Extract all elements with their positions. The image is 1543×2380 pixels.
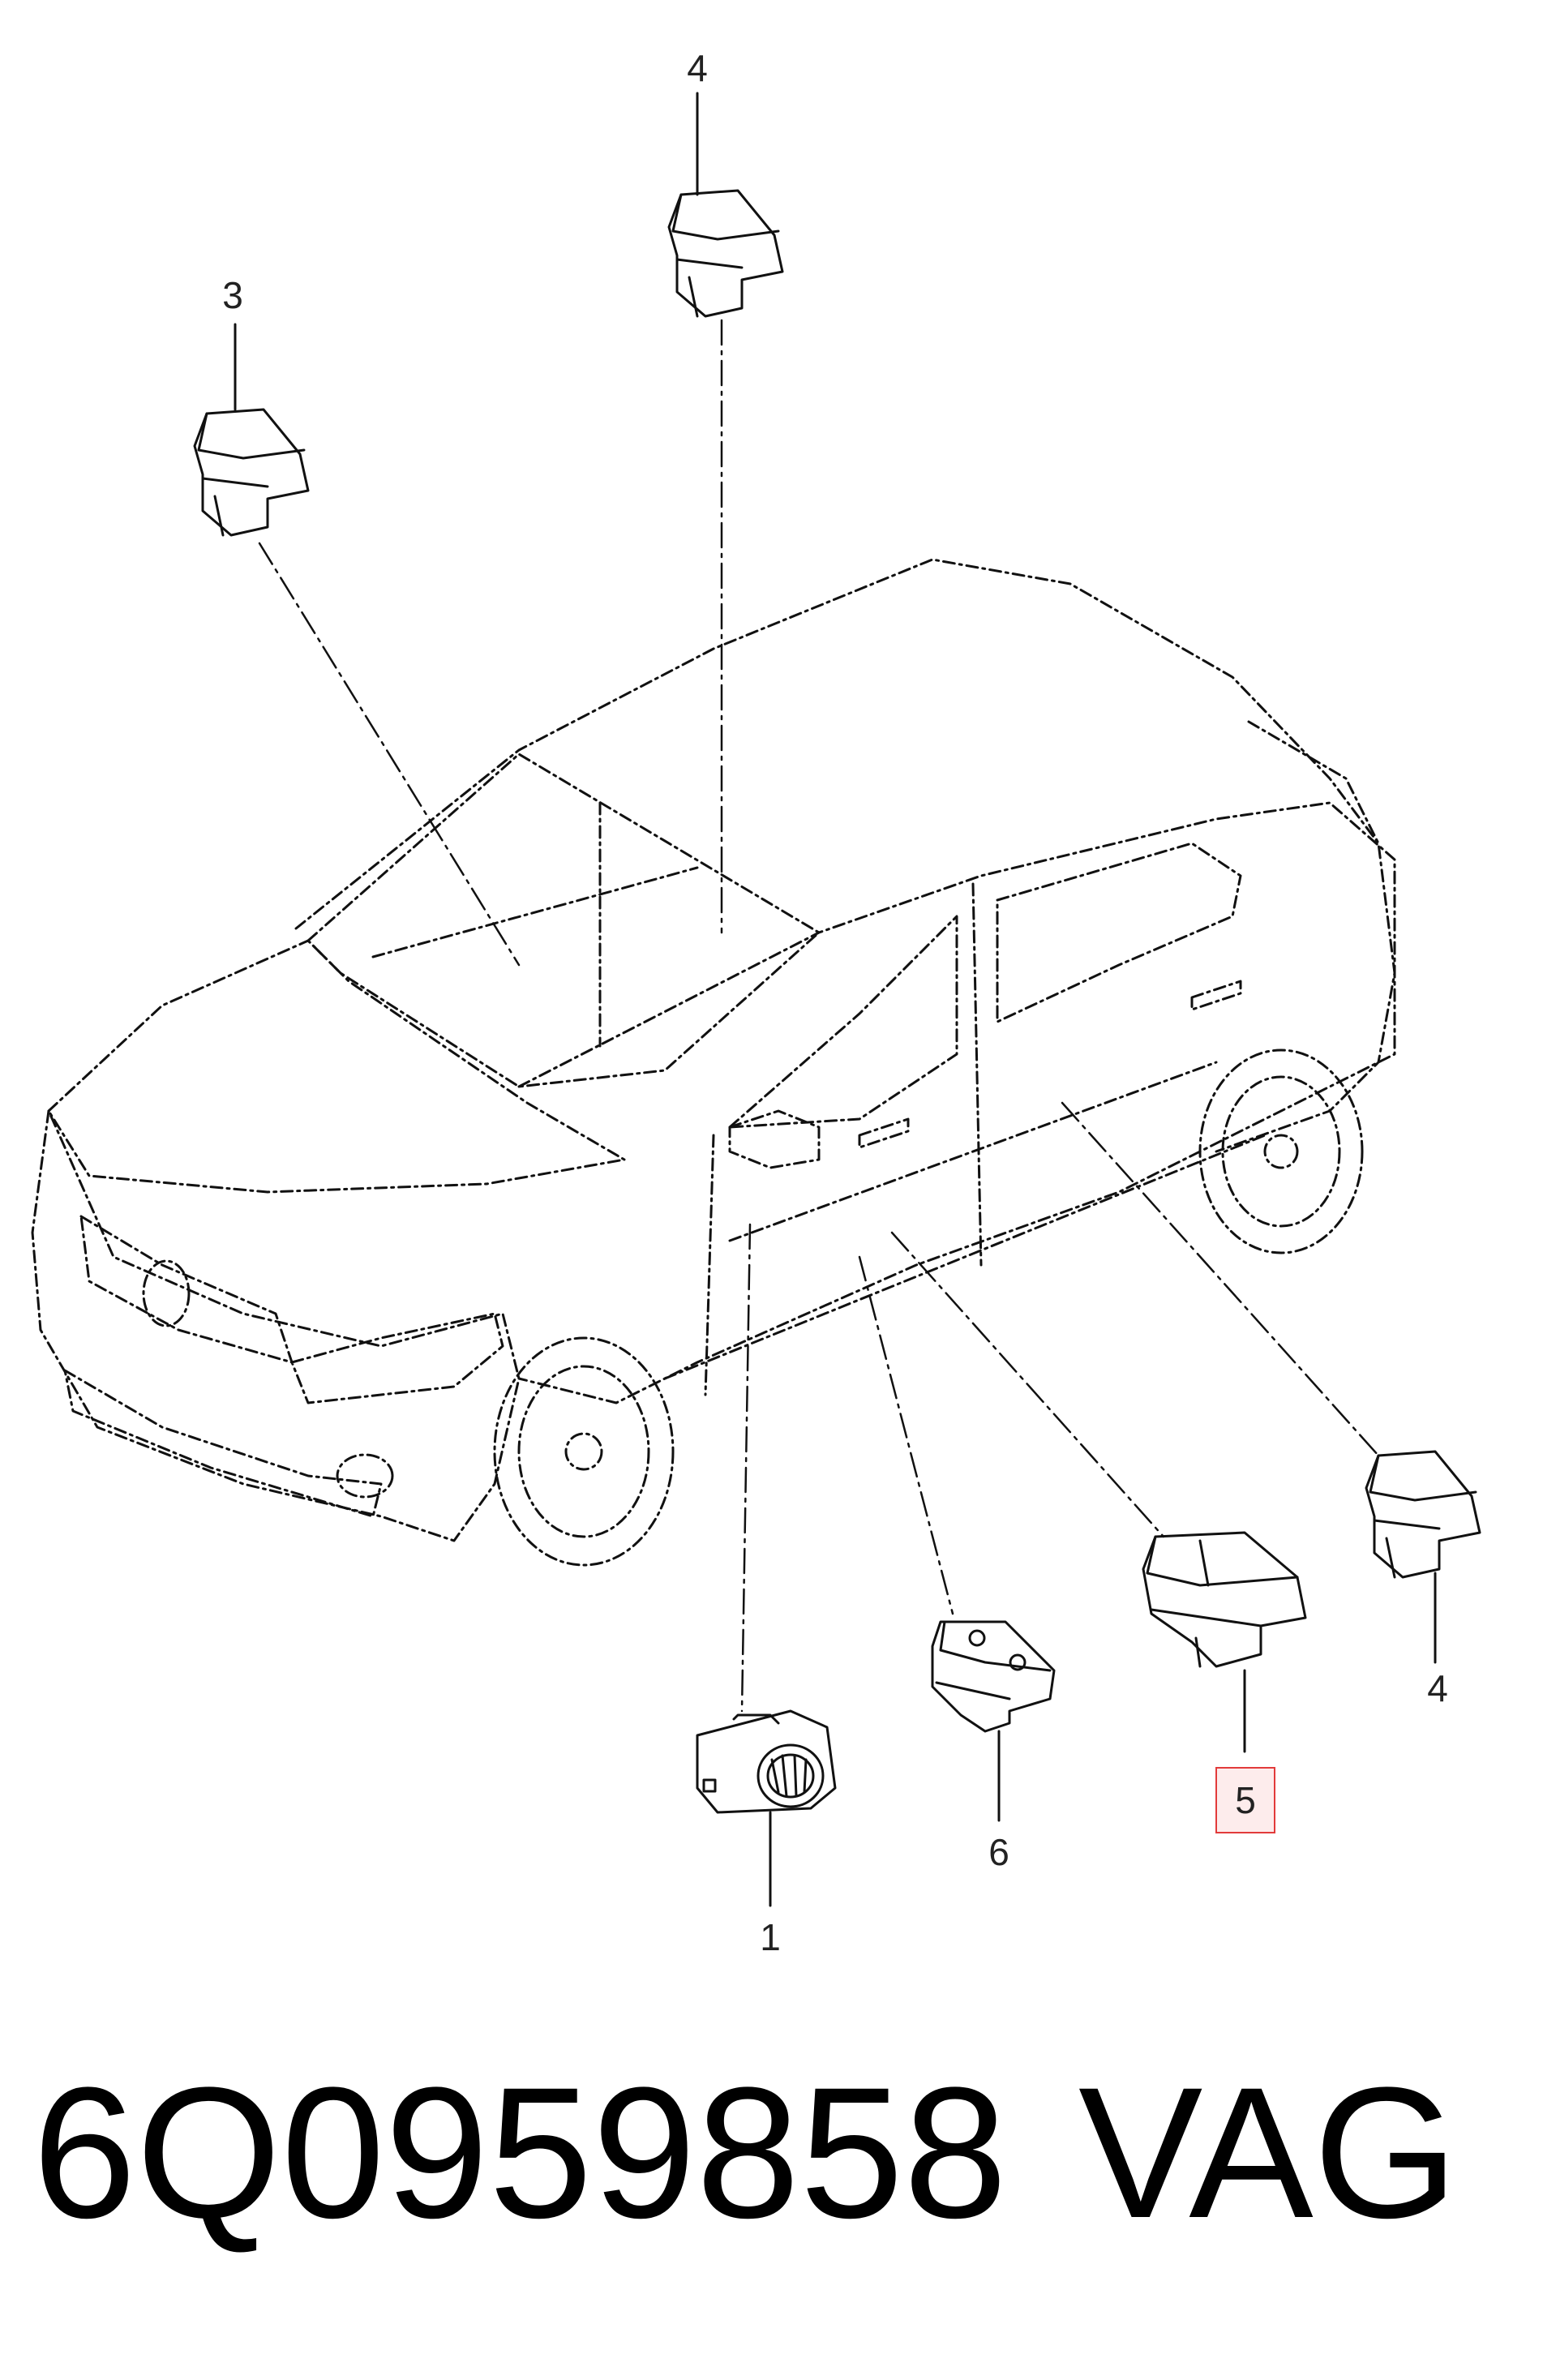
rear-wheel bbox=[1198, 1048, 1364, 1254]
callout-4-top: 4 bbox=[687, 47, 708, 89]
callout-labels: 3 4 4 6 1 5 bbox=[222, 47, 1448, 1958]
headlight bbox=[290, 1312, 504, 1404]
switch-6 bbox=[931, 1620, 1056, 1733]
callout-1: 1 bbox=[760, 1916, 781, 1958]
leader-4-right bbox=[1061, 1101, 1380, 1457]
callout-stems bbox=[234, 92, 1437, 1907]
front-door-handle bbox=[858, 1117, 910, 1149]
door-line bbox=[728, 1061, 1218, 1242]
fog-light bbox=[336, 1453, 394, 1499]
door-seam-front bbox=[704, 1134, 715, 1396]
switch-4-top bbox=[667, 189, 784, 318]
switch-5 bbox=[1142, 1531, 1307, 1668]
leader-5 bbox=[890, 1231, 1165, 1538]
callout-4-right: 4 bbox=[1427, 1667, 1448, 1709]
leader-1 bbox=[740, 1223, 752, 1713]
mirror-knob-switch bbox=[696, 1709, 837, 1814]
b-pillar bbox=[971, 882, 983, 1267]
hood bbox=[47, 939, 626, 1194]
callout-3: 3 bbox=[222, 274, 243, 316]
car-illustration bbox=[31, 558, 1396, 1567]
switch-4-right bbox=[1365, 1450, 1481, 1579]
brand-label: VAG bbox=[1078, 2048, 1459, 2257]
side-mirror bbox=[728, 1109, 821, 1169]
part-number: 6Q0959858 bbox=[32, 2048, 1008, 2257]
side-body bbox=[517, 801, 1396, 1404]
roof-cross-1 bbox=[371, 866, 699, 958]
front-side-window bbox=[728, 915, 958, 1129]
rear-hatch bbox=[1247, 720, 1380, 845]
windshield bbox=[306, 753, 821, 1088]
car-roof-outline bbox=[294, 558, 1396, 1153]
emblem bbox=[142, 1259, 191, 1327]
front-wheel bbox=[493, 1336, 675, 1567]
front-fascia bbox=[31, 1109, 521, 1542]
leader-6 bbox=[858, 1255, 954, 1615]
lower-grille bbox=[63, 1369, 383, 1518]
switch-3 bbox=[193, 408, 310, 537]
leader-lines bbox=[258, 319, 1380, 1713]
leader-3 bbox=[258, 542, 521, 967]
sill-line bbox=[663, 1134, 1267, 1380]
rear-side-window bbox=[996, 842, 1242, 1023]
callout-6: 6 bbox=[988, 1831, 1009, 1873]
callout-5: 5 bbox=[1235, 1779, 1256, 1821]
highlight-box-5 bbox=[1215, 1767, 1275, 1833]
rear-door-handle bbox=[1190, 980, 1242, 1011]
